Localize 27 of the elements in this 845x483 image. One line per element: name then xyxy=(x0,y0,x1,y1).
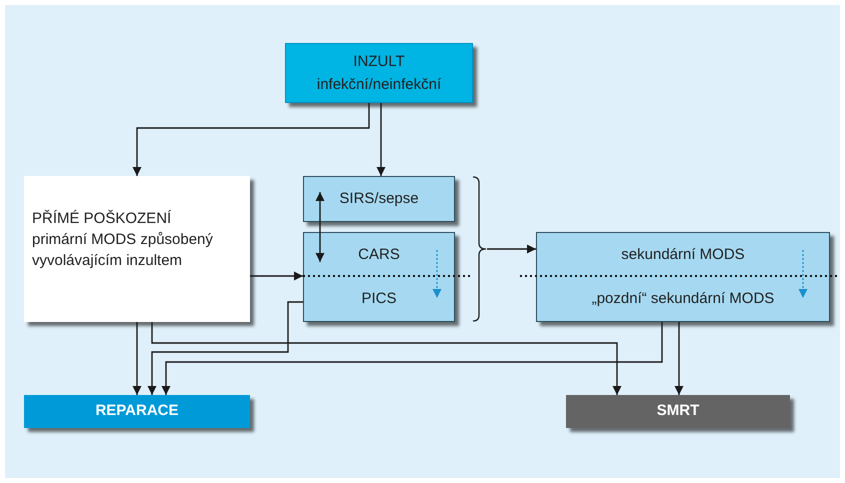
arrow xyxy=(250,272,303,280)
arrow xyxy=(132,322,142,395)
arrow xyxy=(487,244,536,254)
box-label: sekundární MODS xyxy=(620,246,746,264)
process-box xyxy=(285,43,473,103)
arrow xyxy=(132,103,370,176)
arrow xyxy=(148,301,303,395)
outcome-box xyxy=(566,395,790,428)
subtitle: infekční/neinfekční xyxy=(316,76,442,93)
box-label: CARS xyxy=(357,246,401,264)
arrow xyxy=(674,322,684,395)
box-label: SIRS/sepse xyxy=(338,190,420,208)
arrow xyxy=(316,192,324,262)
arrow xyxy=(376,103,386,176)
box-label: REPARACE xyxy=(94,402,180,420)
heading: PŘÍMÉ POŠKOZENÍ xyxy=(32,208,172,229)
box-label: „pozdní“ sekundární MODS xyxy=(590,290,776,308)
box-label: PICS xyxy=(360,290,398,308)
box-label: SMRT xyxy=(656,402,700,420)
outcome-box xyxy=(24,395,250,428)
process-box xyxy=(24,176,250,322)
brace xyxy=(472,176,487,322)
process-box xyxy=(303,176,455,222)
description: primární MODS způsobený vyvolávajícím inzultem xyxy=(32,230,214,271)
heading: INZULT xyxy=(352,53,406,70)
process-box xyxy=(536,232,830,322)
process-box xyxy=(303,232,455,322)
